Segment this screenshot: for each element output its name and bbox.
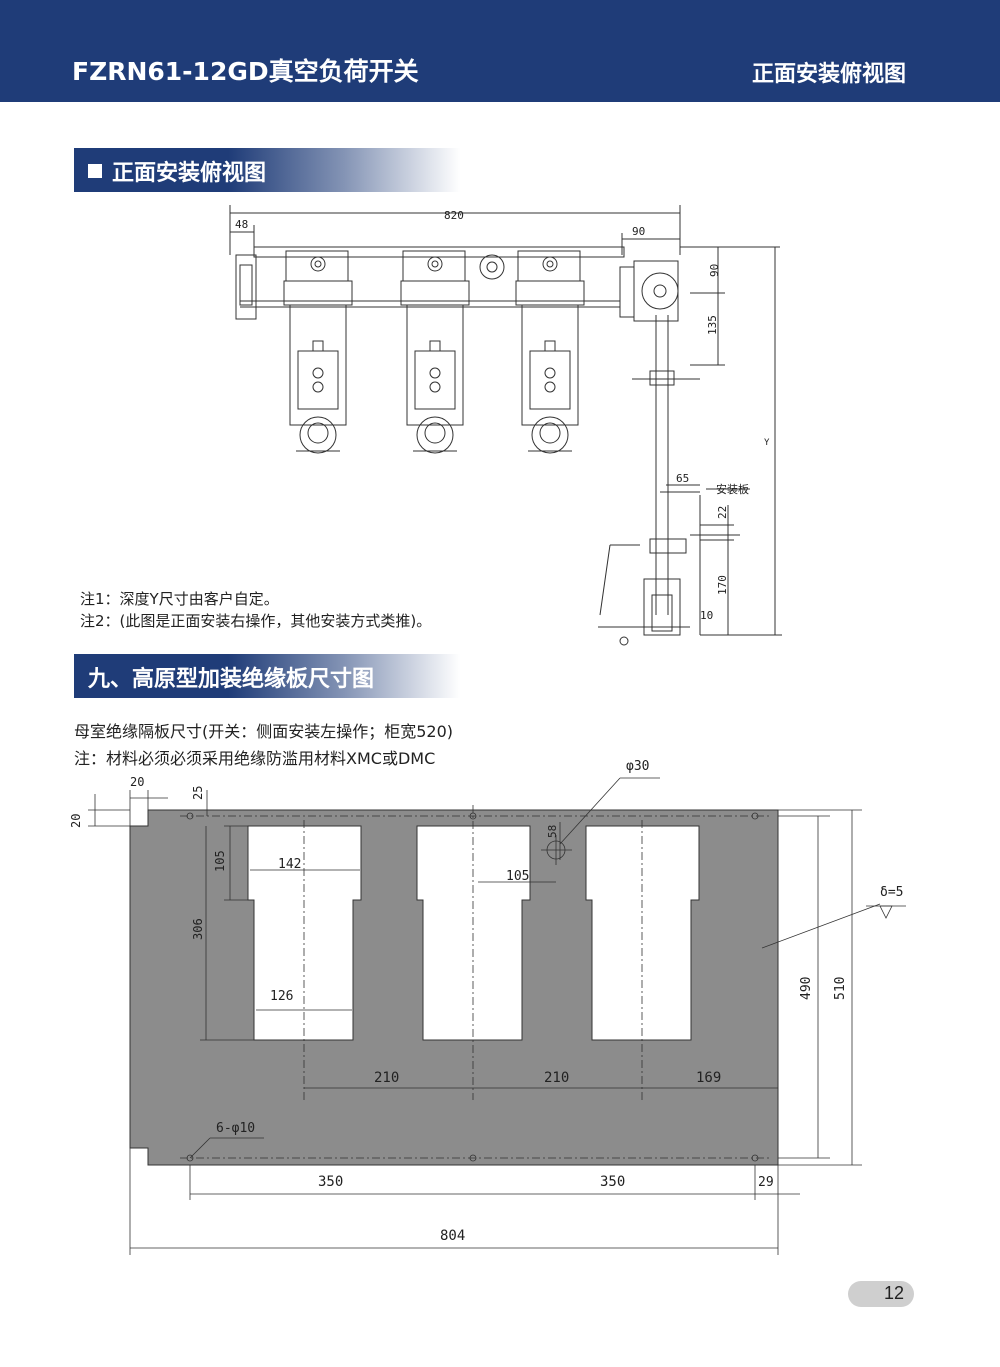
dim-plate-offset: 65	[676, 472, 689, 485]
dim-slot-bottom-width: 126	[270, 989, 293, 1004]
dim-second-height: 135	[706, 315, 719, 335]
page-number: 12	[883, 1283, 904, 1303]
pole-2	[400, 250, 470, 454]
section-heading-insulation: 九、高原型加装绝缘板尺寸图	[74, 654, 460, 698]
dim-slot-top-width: 142	[278, 857, 301, 872]
page-number-badge: 12	[848, 1281, 914, 1307]
dim-corner-width: 20	[130, 775, 144, 789]
pole-1	[283, 250, 353, 454]
dim-hole-pitch-2: 350	[600, 1174, 625, 1190]
section-heading-front-view: 正面安装俯视图	[74, 148, 460, 192]
dim-depth: Y	[764, 438, 770, 448]
dim-top-height: 90	[708, 264, 721, 277]
mounting-plate-label: 安装板	[716, 482, 749, 496]
material-note: 注：材料必须必须采用绝缘防滥用材料XMC或DMC	[74, 749, 436, 768]
note-2: 注2：(此图是正面安装右操作，其他安装方式类推)。	[80, 612, 432, 630]
note-1: 注1：深度Y尺寸由客户自定。	[80, 590, 279, 608]
dim-corner-height: 20	[69, 814, 83, 828]
dim-pitch-1: 210	[374, 1070, 399, 1086]
slot-1	[247, 825, 362, 1041]
slot-3	[585, 825, 700, 1041]
dim-slot-top-height: 105	[213, 850, 227, 872]
dim-hole-offset: 58	[546, 825, 559, 838]
dim-hole-pitch-1: 350	[318, 1174, 343, 1190]
section-title: 正面安装俯视图	[112, 161, 267, 186]
dim-overall-width: 804	[440, 1228, 465, 1244]
pole-3	[515, 250, 585, 454]
dim-outer-height: 510	[833, 977, 848, 1000]
dim-slot-total-height: 306	[191, 918, 205, 940]
slot-2	[416, 825, 531, 1041]
insulation-plate-drawing: 20 20 25 φ30 58 142 105 105 306 126 210 …	[69, 760, 906, 1255]
dim-hole-edge: 29	[758, 1175, 774, 1190]
dim-lower-height: 170	[716, 575, 729, 595]
dim-inner-height: 490	[799, 977, 814, 1000]
center-shaft	[479, 254, 505, 280]
view-title: 正面安装俯视图	[751, 62, 906, 87]
dim-top-margin: 25	[191, 786, 205, 800]
page-header: FZRN61-12GD真空负荷开关 正面安装俯视图	[0, 0, 1000, 102]
dim-hole-diameter: φ30	[626, 760, 649, 774]
dim-right-offset: 90	[632, 225, 645, 238]
dim-slot-gap: 105	[506, 869, 529, 884]
dim-plate-gap: 22	[716, 506, 729, 519]
dim-mount-holes: 6-φ10	[216, 1121, 255, 1136]
front-mount-drawing: 820 48 90 90 135 Y 65 安装板 22 170 10	[229, 205, 782, 646]
dim-left-offset: 48	[235, 218, 248, 231]
insulation-spec-line: 母室绝缘隔板尺寸(开关：侧面安装左操作；柜宽520)	[74, 722, 454, 741]
dim-right-margin: 169	[696, 1070, 721, 1086]
dim-thickness: δ=5	[880, 885, 903, 900]
dim-pitch-2: 210	[544, 1070, 569, 1086]
document-title: FZRN61-12GD真空负荷开关	[72, 57, 419, 86]
section-title: 九、高原型加装绝缘板尺寸图	[88, 667, 375, 692]
dim-overall-width: 820	[444, 209, 464, 222]
dim-bottom-gap: 10	[700, 609, 713, 622]
square-bullet-icon	[88, 164, 102, 178]
